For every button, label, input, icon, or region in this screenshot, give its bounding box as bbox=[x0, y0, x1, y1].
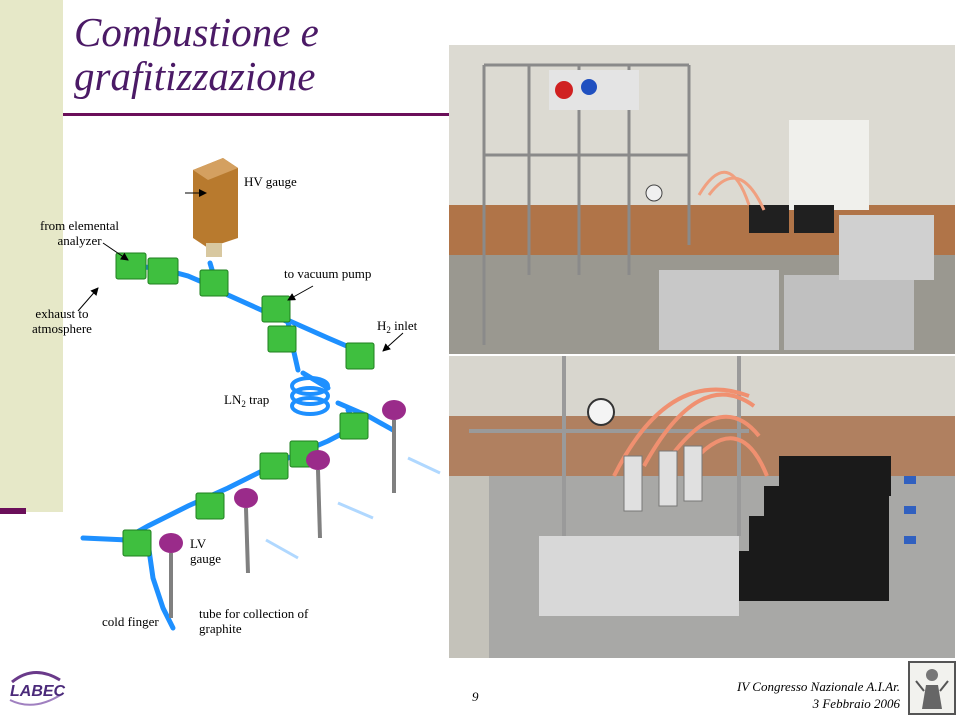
label-ln2-post: trap bbox=[245, 392, 270, 407]
svg-text:LABEC: LABEC bbox=[10, 683, 66, 700]
label-tube-line1: tube for collection of bbox=[199, 606, 309, 621]
lab-photo-bottom bbox=[449, 356, 955, 658]
label-exhaust-line1: exhaust to bbox=[35, 306, 89, 321]
label-ln2-pre: LN bbox=[224, 392, 242, 407]
label-ln2-sub: 2 bbox=[241, 399, 246, 409]
lab-photo-bottom-drawing bbox=[449, 356, 955, 658]
page-number: 9 bbox=[472, 689, 479, 704]
lab-photo-top bbox=[449, 45, 955, 354]
lab-photo-top-drawing bbox=[449, 45, 955, 354]
label-exhaust-line2: atmosphere bbox=[32, 321, 92, 336]
label-from-analyzer-line2: analyzer bbox=[57, 233, 102, 248]
label-hv-gauge: HV gauge bbox=[244, 174, 297, 189]
slide-title: Combustione e grafitizzazione bbox=[74, 10, 454, 98]
conference-info: IV Congresso Nazionale A.I.Ar. 3 Febbrai… bbox=[737, 678, 900, 712]
label-tube-collection: tube for collection of graphite bbox=[199, 606, 308, 636]
hv-gauge-body bbox=[193, 158, 238, 257]
label-lv-gauge: LV gauge bbox=[190, 536, 221, 566]
seal-emblem bbox=[908, 661, 956, 715]
label-h2-sub: 2 bbox=[386, 325, 391, 335]
conference-line-2: 3 Febbraio 2006 bbox=[812, 696, 900, 711]
title-line-1: Combustione e bbox=[74, 9, 319, 55]
label-h2-inlet: H2 inlet bbox=[377, 318, 417, 338]
label-vacuum-pump: to vacuum pump bbox=[284, 266, 372, 281]
conference-line-1: IV Congresso Nazionale A.I.Ar. bbox=[737, 679, 900, 694]
label-h2-pre: H bbox=[377, 318, 387, 333]
label-tube-line2: graphite bbox=[199, 621, 242, 636]
labec-logo-mark: LABEC bbox=[9, 671, 66, 706]
title-line-2: grafitizzazione bbox=[74, 53, 316, 99]
label-cold-finger: cold finger bbox=[102, 614, 159, 629]
seal-drawing bbox=[908, 661, 956, 715]
left-decorative-band bbox=[0, 0, 63, 512]
label-lv-gauge-line2: gauge bbox=[190, 551, 222, 566]
label-exhaust: exhaust to atmosphere bbox=[32, 306, 92, 336]
label-from-analyzer: from elemental analyzer bbox=[40, 218, 119, 248]
label-ln2-trap: LN2 trap bbox=[224, 392, 269, 412]
band-accent bbox=[0, 508, 26, 514]
label-h2-post: inlet bbox=[390, 318, 418, 333]
label-lv-gauge-line1: LV bbox=[190, 536, 207, 551]
vacuum-line-diagram: HV gauge from elemental analyzer to vacu… bbox=[28, 148, 446, 644]
label-from-analyzer-line1: from elemental bbox=[40, 218, 120, 233]
title-underline bbox=[63, 113, 453, 116]
labec-logo: LABEC bbox=[4, 660, 68, 714]
diagram-drawing bbox=[77, 158, 441, 631]
